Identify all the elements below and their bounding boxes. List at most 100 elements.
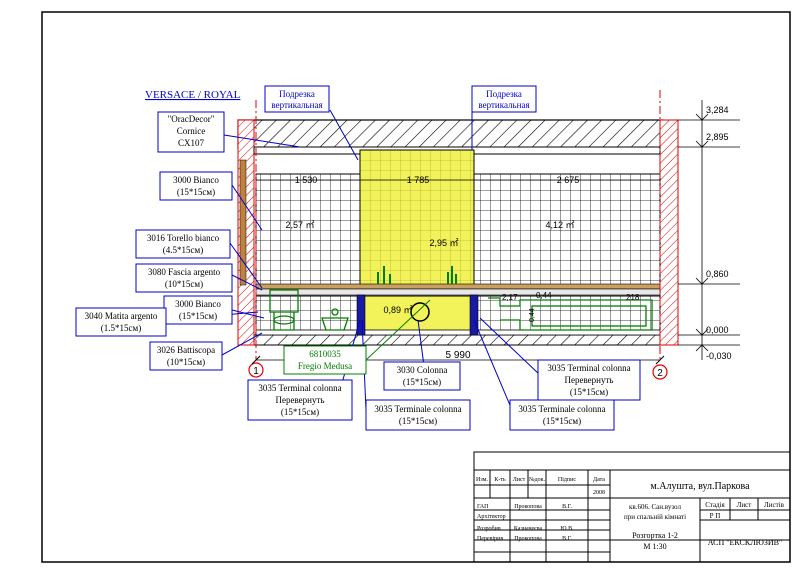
tb-stage-header: Лист <box>737 501 752 509</box>
callout-podrezka-right <box>471 85 537 113</box>
callout-text-terminale_right: 3035 Terminale colonna <box>518 404 605 414</box>
callout-text-terminal_rev_left: Перевернуть <box>275 395 324 405</box>
dim-small4: 0,44 <box>529 308 536 322</box>
fascia-band <box>255 283 661 290</box>
tb-role: Розробив <box>477 525 501 532</box>
floor-slab <box>237 334 664 346</box>
toilet-fixture <box>269 289 299 331</box>
callout-text-podrezka_left: вертикальная <box>271 100 322 110</box>
faucets <box>377 266 457 284</box>
callout-terminale-right <box>509 399 615 431</box>
callout-text-podrezka_left: Подрезка <box>279 89 315 99</box>
dim-small3: 218 <box>626 293 640 302</box>
torello-band <box>255 288 661 296</box>
callout-fascia <box>135 263 233 293</box>
tb-object: кв.606. Сан.вузол <box>629 503 681 511</box>
callout-text-bianco_bottom: 3000 Bianco <box>175 299 221 309</box>
wall-right <box>659 119 679 346</box>
battiscopa-band <box>255 329 661 336</box>
axis-marker-2 <box>652 364 668 380</box>
callout-text-battiscopa: (10*15см) <box>167 357 205 367</box>
tb-role-name: Прокопова <box>514 536 542 542</box>
tb-date: 2008 <box>593 490 605 496</box>
dim-small2: 0,44 <box>536 291 552 300</box>
tb-stage-header: Листів <box>764 501 785 509</box>
area-3: 4,12 ㎡ <box>545 220 574 230</box>
callout-terminal-rev-left <box>247 379 353 421</box>
tile-lower-3 <box>473 295 661 335</box>
callout-text-matita: 3040 Matita argento <box>85 311 158 321</box>
tile-area-1 <box>255 173 361 287</box>
callout-text-fregio: Fregio Medusa <box>298 361 352 371</box>
callout-text-colonna: (15*15см) <box>403 377 441 387</box>
callout-matita <box>75 307 167 337</box>
tb-sheet-title: М 1:30 <box>643 542 666 551</box>
callout-text-terminal_rev_left: (15*15см) <box>281 407 319 417</box>
tb-role-name: Казначеєва <box>514 526 543 532</box>
tb-role-sign: Ю.В. <box>560 526 574 532</box>
level-minus0030: -0,030 <box>706 351 732 361</box>
title-block <box>473 451 791 563</box>
callout-text-colonna: 3030 Colonna <box>397 365 448 375</box>
callout-battiscopa <box>149 341 223 371</box>
callout-text-terminale_mid: 3035 Terminale colonna <box>374 404 461 414</box>
tb-object: при спальній кімнаті <box>624 513 686 521</box>
axis-marker-1 <box>248 362 264 378</box>
callout-text-cornice: CX107 <box>178 138 205 148</box>
callout-terminale-mid <box>365 399 471 431</box>
callout-text-cornice: Cornice <box>177 126 206 136</box>
tile-area-3 <box>473 173 661 287</box>
callout-text-bianco_top: (15*15см) <box>177 187 215 197</box>
tb-header: К-ть <box>494 477 506 483</box>
callout-podrezka-left <box>264 85 330 113</box>
tb-role-sign: В.Г. <box>562 536 572 542</box>
ceiling-slab <box>237 119 664 149</box>
tb-header: Підпис <box>558 477 576 483</box>
callout-text-matita: (1.5*15см) <box>101 323 141 333</box>
area-1: 2,57 ㎡ <box>285 220 314 230</box>
tb-header: №док. <box>529 477 546 483</box>
bidet-fixture <box>321 308 349 331</box>
tb-role: ГАП <box>477 504 489 510</box>
callout-torello <box>135 229 231 259</box>
callout-text-fascia: (10*15см) <box>165 279 203 289</box>
callout-text-terminal_rev_right: (15*15см) <box>570 387 608 397</box>
callout-text-bianco_top: 3000 Bianco <box>173 175 219 185</box>
brand-title: VERSACE / ROYAL <box>145 89 241 101</box>
tb-address: м.Алушта, вул.Паркова <box>650 481 750 492</box>
tb-stage-header: Стадія <box>705 501 725 509</box>
callout-text-podrezka_right: вертикальная <box>478 100 529 110</box>
tb-role: Архітектор <box>477 514 506 520</box>
callout-text-torello: (4.5*15см) <box>163 245 203 255</box>
dim-seg1: 1 530 <box>295 175 318 185</box>
level-0860: 0,860 <box>706 269 729 279</box>
tb-header: Лист <box>513 477 526 483</box>
callout-text-battiscopa: 3026 Battiscopa <box>157 345 215 355</box>
axis-label-2: 2 <box>657 368 663 379</box>
callout-text-bianco_bottom: (15*15см) <box>179 311 217 321</box>
area-4: 0,89 ㎡ <box>383 305 412 315</box>
tb-header: Изм. <box>476 477 488 483</box>
callout-text-terminale_right: (15*15см) <box>543 416 581 426</box>
tile-area-2 <box>359 149 475 287</box>
callout-colonna <box>383 361 461 391</box>
column-left <box>356 294 366 336</box>
callout-text-terminale_mid: (15*15см) <box>399 416 437 426</box>
column-right <box>469 294 479 336</box>
callout-bianco-top <box>159 171 233 201</box>
dim-seg2: 1 785 <box>407 175 430 185</box>
callout-text-torello: 3016 Torello bianco <box>147 233 220 243</box>
level-0000: 0,000 <box>706 325 729 335</box>
tb-role: Перевірив <box>477 536 503 542</box>
callout-text-terminal_rev_right: 3035 Terminal colonna <box>547 363 630 373</box>
tb-company: АСП "ЕКСКЛЮЗИВ" <box>708 538 783 547</box>
dim-seg3: 2 675 <box>557 175 580 185</box>
tb-stage: Р П <box>710 512 721 520</box>
dim-small1: 2,17 <box>502 293 518 302</box>
axis-label-1: 1 <box>253 366 259 377</box>
tb-role-name: Прокопова <box>514 504 542 510</box>
callout-text-fregio: 6810035 <box>309 349 341 359</box>
callout-text-podrezka_right: Подрезка <box>486 89 522 99</box>
bathtub <box>488 297 653 331</box>
area-2: 2,95 ㎡ <box>429 238 458 248</box>
